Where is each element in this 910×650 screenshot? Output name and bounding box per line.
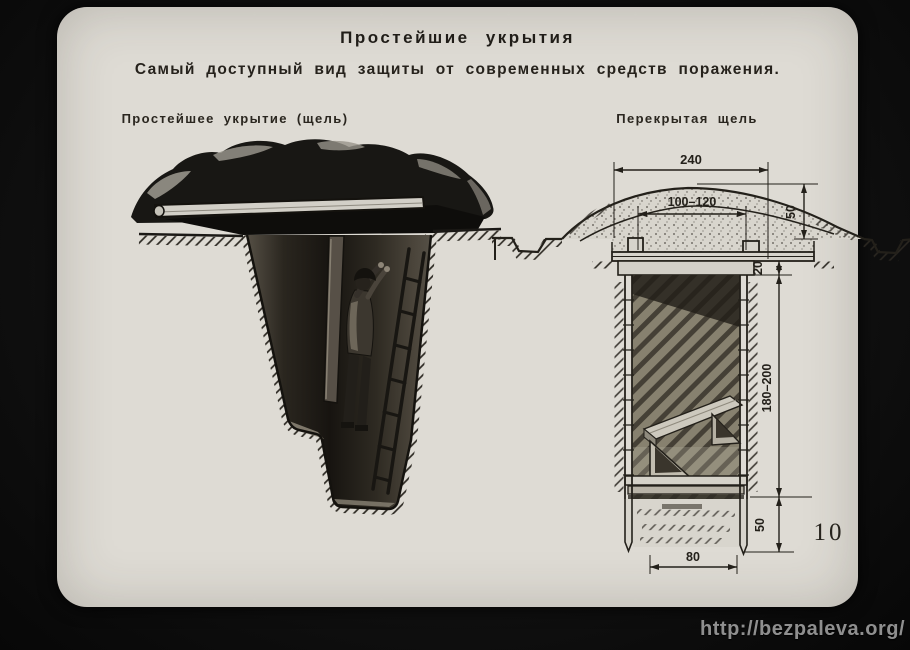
ground-surface — [138, 227, 502, 247]
dim-frame-depth-label: 20 — [751, 261, 765, 275]
right-figure-caption: Перекрытая щель — [616, 111, 758, 126]
slide-subtitle: Самый доступный вид защиты от современны… — [134, 61, 781, 78]
ladder — [371, 247, 426, 495]
covered-trench-diagram: 240 100–120 50 20 180–200 50 80 — [492, 152, 910, 574]
open-trench-illustration — [131, 139, 502, 516]
trench-interior — [632, 275, 740, 499]
cover-post — [627, 237, 644, 253]
slide: Простейшие укрытия Самый доступный вид з… — [57, 7, 910, 607]
cover-log — [153, 196, 425, 218]
cover-shadow — [165, 205, 485, 235]
ground-surface — [492, 236, 910, 262]
dim-mound-height-label: 50 — [784, 205, 798, 219]
slide-title: Простейшие укрытия — [340, 28, 575, 47]
left-figure-caption: Простейшее укрытие (щель) — [121, 111, 349, 126]
floor-boards — [624, 475, 748, 499]
support-plank — [323, 235, 345, 404]
sub-floor-soil — [633, 499, 739, 547]
dim-cover-span-label: 100–120 — [668, 195, 717, 209]
man-on-ladder — [341, 262, 390, 431]
dimension-lines — [613, 162, 818, 574]
revetment-walls — [614, 275, 758, 557]
dim-overall-width-label: 240 — [680, 152, 702, 167]
dim-trench-depth-label: 180–200 — [760, 364, 774, 413]
watermark-url: http://bezpaleva.org/ — [700, 618, 905, 640]
cover-slab — [592, 241, 834, 276]
dim-bottom-width-label: 80 — [686, 550, 700, 564]
bench — [642, 395, 744, 481]
dim-sub-floor-depth-label: 50 — [753, 518, 767, 532]
page-number: 10 — [813, 519, 845, 546]
